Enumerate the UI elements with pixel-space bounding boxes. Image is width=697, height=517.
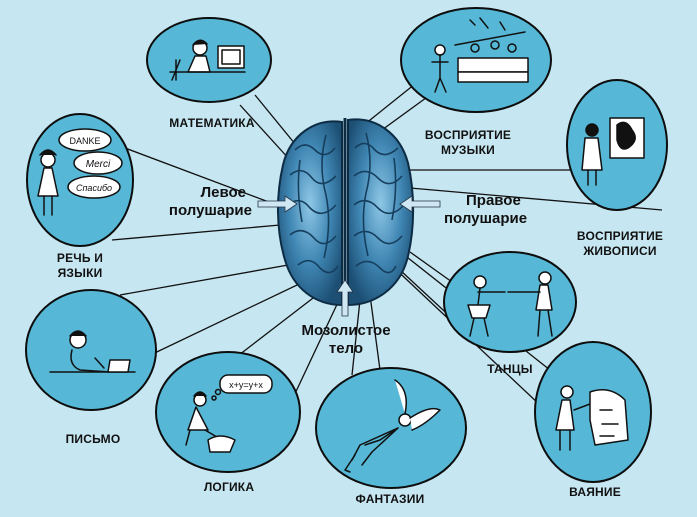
label-corpus-callosum-line1: Мозолистое: [301, 322, 391, 339]
label-painting: ВОСПРИЯТИЕ ЖИВОПИСИ: [560, 229, 680, 259]
bubble-text-formula: x+y=y+x: [229, 380, 263, 390]
bubble-math: [146, 17, 272, 103]
line-math-2: [239, 104, 291, 161]
logic-thinker-icon: [185, 374, 273, 453]
label-speech: РЕЧЬ И ЯЗЫКИ: [40, 251, 120, 281]
label-right-hemisphere-line1: Правое: [466, 192, 521, 209]
bubble-texts: DANKE Merci Спасибо x+y=y+x: [69, 136, 263, 390]
label-math: МАТЕМАТИКА: [169, 116, 255, 130]
label-writing: ПИСЬМО: [65, 432, 121, 446]
label-right-hemisphere-line2: полушарие: [444, 210, 528, 227]
bubble-dance: [443, 251, 577, 353]
music-orchestra-icon: [431, 17, 529, 93]
fantasy-fairy-icon: [344, 379, 441, 473]
label-left-hemisphere: Левое полушарие: [148, 184, 252, 220]
dance-couple-icon: [467, 271, 553, 337]
label-speech-line1: РЕЧЬ И: [56, 251, 104, 265]
bubble-writing: [25, 289, 157, 411]
bubble-text-danke: DANKE: [69, 136, 100, 146]
label-speech-line2: ЯЗЫКИ: [57, 266, 103, 280]
label-music-line1: ВОСПРИЯТИЕ: [424, 128, 512, 142]
sculpture-sculptor-icon: [555, 385, 629, 451]
writing-person-icon: [49, 330, 136, 373]
bubble-fantasy: [315, 367, 467, 489]
label-sculpture: ВАЯНИЕ: [569, 485, 621, 499]
brain-gyri: [287, 132, 405, 274]
bubble-text-merci: Merci: [86, 159, 111, 170]
math-person-icon: [169, 39, 246, 81]
label-music: ВОСПРИЯТИЕ МУЗЫКИ: [413, 128, 523, 158]
line-math: [254, 94, 301, 151]
label-corpus-callosum: Мозолистое тело: [286, 322, 406, 358]
label-painting-line1: ВОСПРИЯТИЕ: [576, 229, 664, 243]
bubble-logic: [155, 351, 301, 473]
arrows: [257, 195, 441, 317]
label-logic: ЛОГИКА: [203, 480, 255, 494]
painting-viewer-icon: [581, 117, 645, 186]
label-left-hemisphere-line1: Левое: [200, 184, 246, 201]
bubble-text-spasibo: Спасибо: [76, 183, 112, 193]
line-fantasy: [351, 299, 361, 376]
line-writing: [119, 261, 306, 296]
label-fantasy: ФАНТАЗИИ: [355, 492, 425, 506]
brain-left-hemisphere: [277, 120, 343, 307]
speech-girl-icon: [37, 128, 123, 216]
label-right-hemisphere: Правое полушарие: [444, 192, 554, 228]
label-music-line2: МУЗЫКИ: [441, 143, 495, 157]
label-dance: ТАНЦЫ: [487, 362, 533, 376]
line-writing-2: [139, 274, 319, 361]
arrow-right-hemisphere: [399, 195, 441, 213]
line-fantasy-2: [369, 294, 381, 371]
line-music-2: [359, 79, 421, 129]
label-corpus-callosum-line2: тело: [328, 340, 364, 357]
arrow-corpus-callosum: [336, 279, 354, 317]
arrow-left-hemisphere: [257, 195, 298, 213]
label-painting-line2: ЖИВОПИСИ: [583, 244, 657, 258]
line-logic-2: [291, 297, 341, 401]
line-speech: [124, 147, 291, 211]
label-left-hemisphere-line2: полушарие: [168, 202, 252, 219]
brain: [277, 118, 415, 307]
line-speech-2: [111, 224, 281, 241]
illustrations: [37, 17, 645, 473]
brain-right-hemisphere: [347, 118, 415, 307]
line-dance: [409, 251, 453, 283]
